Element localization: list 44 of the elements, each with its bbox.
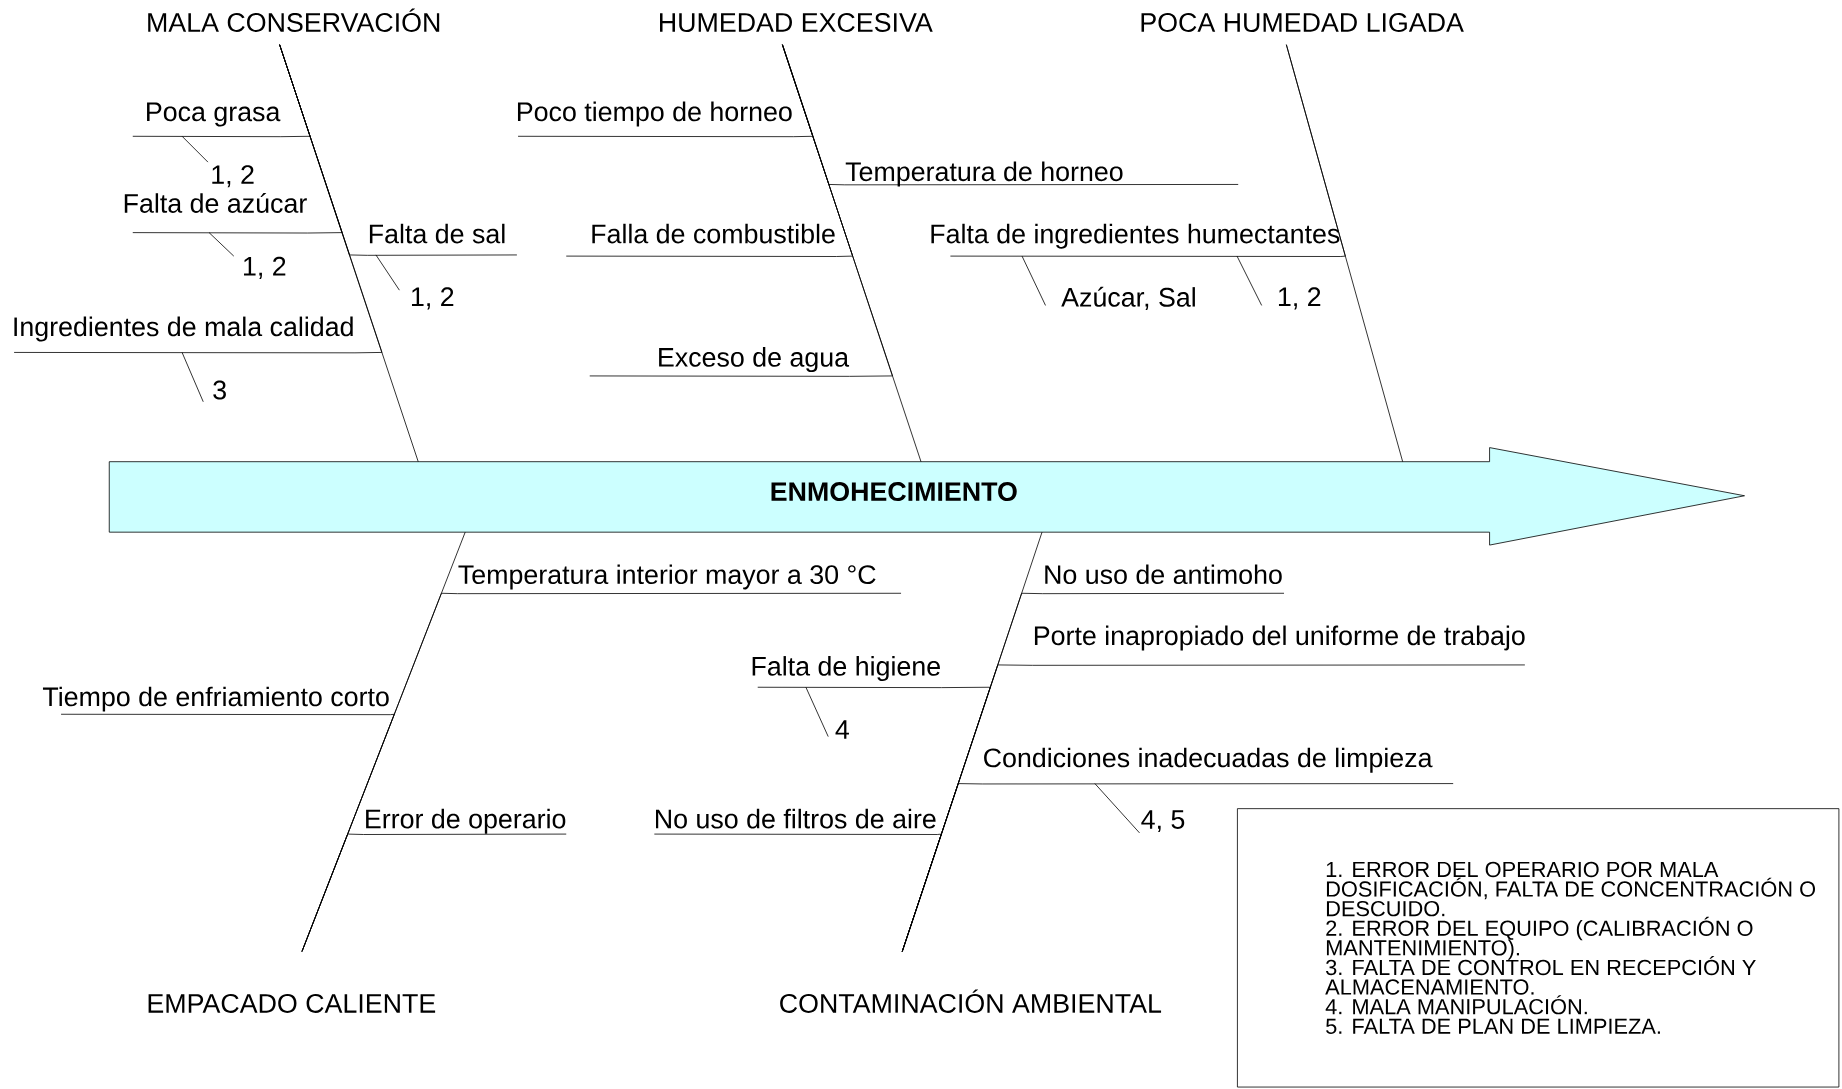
reference-number: 1, 2 (212, 165, 254, 188)
cause-label: Condiciones inadecuadas de limpieza (981, 747, 1454, 785)
cause-label: Exceso de agua (589, 347, 850, 377)
branch-line (901, 833, 942, 952)
reference-number: Azúcar, Sal (1061, 286, 1195, 310)
cause-label: Falta de azúcar (124, 192, 309, 234)
cause-label: No uso de filtros de aire (653, 808, 938, 835)
cause-label: Error de operario (363, 808, 567, 835)
leader-line (375, 254, 400, 291)
cause-label: No uso de antimoho (1042, 564, 1285, 595)
cause-label: Ingredientes de mala calidad (13, 316, 356, 354)
branch-line (301, 833, 364, 952)
leader-line (1021, 255, 1046, 306)
reference-number: 3 (213, 380, 226, 400)
branch-line (782, 44, 893, 377)
category-label: POCA HUMEDAD LIGADA (1141, 13, 1464, 32)
branch-line (279, 44, 383, 354)
leader-line (1236, 255, 1263, 306)
cause-label: Poca grasa (132, 102, 282, 138)
cause-label: Porte inapropiado del uniforme de trabajo (1031, 625, 1526, 666)
cause-label: Temperatura de horneo (844, 161, 1239, 187)
category-label: CONTAMINACIÓN AMBIENTAL (780, 989, 1162, 1013)
branch-line (1285, 44, 1346, 257)
cause-label: Tiempo de enfriamiento corto (42, 686, 391, 716)
notes-box: 1. ERROR DEL OPERARIO POR MALA DOSIFICACIÓN, FALTA DE CONCENTRACIÓN O DESCUIDO. 2. ERROR DEL EQUIPO (CALIBRACIÓN O MANTENIMIENTO). 3. FALTA DE CONTROL EN RECEPCIÓN Y ALMACENAMIENTO. 4. MALA MANIPULACIÓN. 5. FALTA DE PLAN DE LIMPIEZA. (1237, 808, 1840, 1088)
reference-number: 4 (835, 720, 849, 739)
cause-label: Falta de ingredientes humectantes (931, 223, 1342, 257)
cause-label: Falta de higiene (752, 656, 942, 688)
reference-number: 1, 2 (412, 287, 454, 310)
category-label: MALA CONSERVACIÓN (148, 8, 440, 32)
cause-label: Poco tiempo de horneo (517, 101, 794, 138)
leader-line (1094, 783, 1140, 834)
category-label: EMPACADO CALIENTE (148, 993, 436, 1013)
leader-line (208, 232, 235, 257)
category-label: HUMEDAD EXCESIVA (660, 13, 933, 32)
cause-label: Temperatura interior mayor a 30 °C (457, 564, 902, 595)
reference-number: 1, 2 (1278, 287, 1321, 310)
cause-label: Falla de combustible (565, 223, 837, 257)
cause-label: Falta de sal (366, 223, 518, 256)
reference-number: 1, 2 (244, 256, 286, 279)
reference-number: 4, 5 (1141, 810, 1185, 833)
leader-line (181, 352, 204, 403)
leader-line (805, 686, 829, 737)
leader-line (181, 135, 209, 163)
